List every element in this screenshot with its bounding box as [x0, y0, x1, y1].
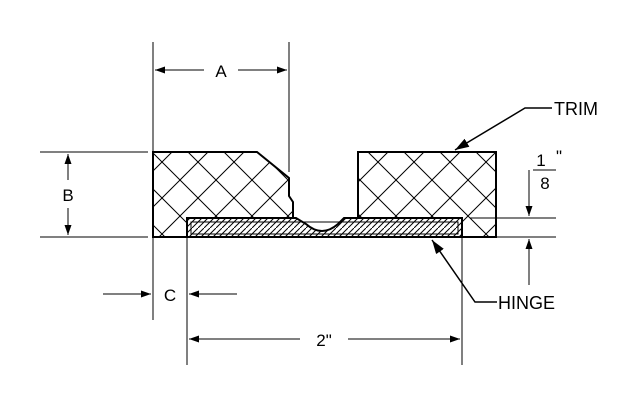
- hinge-strip: [186, 217, 463, 238]
- left-trim-block: [152, 151, 294, 238]
- dimension-b: B: [62, 154, 74, 235]
- hinge-label: HINGE: [498, 293, 555, 313]
- dimension-c: C: [103, 286, 237, 305]
- dimension-a: A: [155, 62, 287, 81]
- dimension-width-label: 2": [316, 331, 332, 350]
- thickness-unit: ": [556, 147, 562, 166]
- trim-label: TRIM: [554, 99, 598, 119]
- hinge-strip-inner: [190, 221, 459, 235]
- extension-lines: [40, 42, 556, 365]
- trim-callout: TRIM: [454, 99, 598, 151]
- hinge-callout: HINGE: [431, 239, 555, 313]
- dimension-c-label: C: [164, 286, 176, 305]
- thickness-numerator: 1: [536, 151, 545, 170]
- dimension-thickness: 1 " 8: [525, 147, 562, 285]
- dimension-a-label: A: [215, 62, 227, 81]
- thickness-denominator: 8: [540, 174, 549, 193]
- dimension-b-label: B: [62, 186, 73, 205]
- dimension-width: 2": [189, 331, 460, 350]
